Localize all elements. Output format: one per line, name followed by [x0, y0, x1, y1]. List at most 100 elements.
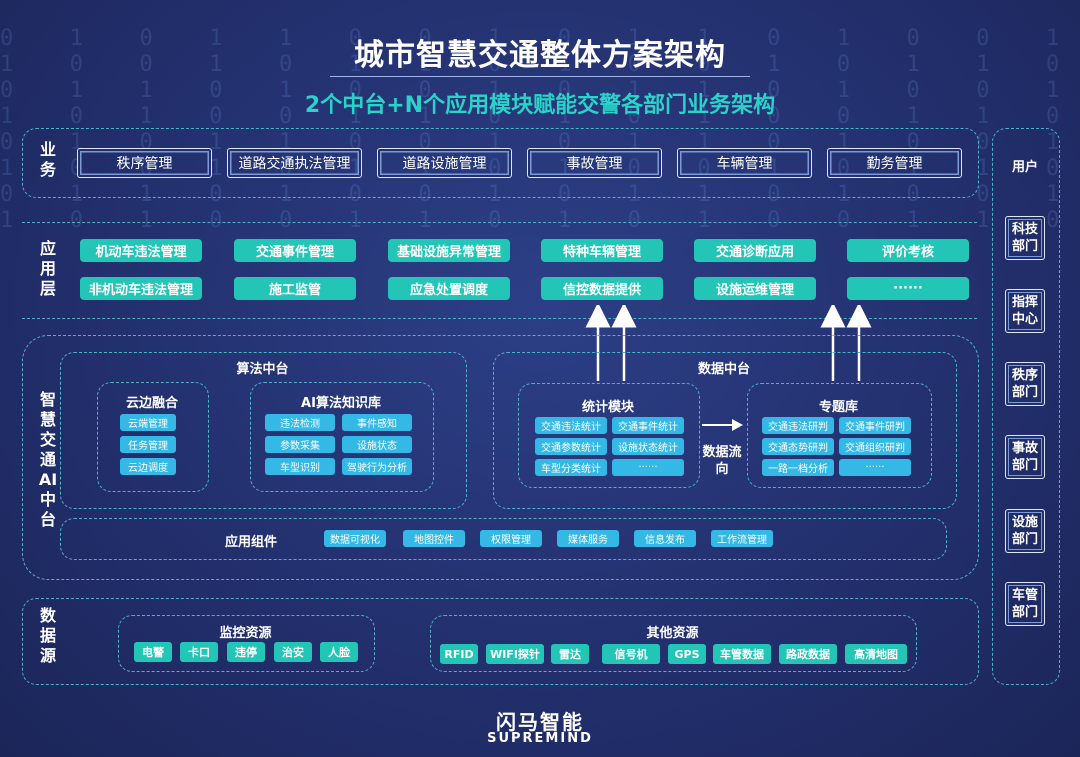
other-title: 其他资源 [646, 626, 699, 641]
data-flow-label: 数据流向 [702, 445, 742, 477]
app-module: 设施运维管理 [694, 277, 816, 300]
other-item: 车管数据 [713, 644, 771, 664]
business-item: 事故管理 [527, 148, 662, 178]
user-dept: 科技部门 [1005, 216, 1045, 260]
ai-middle-label: 智慧交通AI中台 [38, 390, 58, 529]
app-module: 应急处置调度 [388, 277, 510, 300]
other-item: 信号机 [602, 644, 660, 664]
topic-frame [747, 383, 932, 488]
stats-item: 车型分类统计 [535, 459, 607, 476]
algo-frame [60, 352, 467, 509]
ai-lib-item: 驾驶行为分析 [342, 458, 412, 475]
app-module: 交通事件管理 [234, 239, 356, 262]
data-upward-arrows [585, 305, 637, 381]
page-title: 城市智慧交通整体方案架构 [354, 38, 726, 73]
data-source-frame [22, 598, 979, 685]
monitor-item: 违停 [227, 642, 265, 662]
component-item: 地图控件 [403, 530, 465, 547]
monitor-item: 卡口 [180, 642, 218, 662]
app-module: ······ [847, 277, 969, 300]
stats-frame [518, 383, 700, 488]
monitor-item: 电警 [134, 642, 172, 662]
component-item: 信息发布 [634, 530, 696, 547]
ai-lib-item: 事件感知 [342, 414, 412, 431]
data-frame [493, 352, 957, 509]
user-dept: 设施部门 [1005, 509, 1045, 553]
business-item: 勤务管理 [827, 148, 962, 178]
component-item: 数据可视化 [324, 530, 386, 547]
component-item: 工作流管理 [711, 530, 773, 547]
other-frame [430, 615, 917, 672]
other-item: GPS [668, 644, 706, 664]
algo-title: 算法中台 [236, 362, 289, 377]
ai-lib-item: 车型识别 [265, 458, 335, 475]
user-dept: 车管部门 [1005, 582, 1045, 626]
data-source-label: 数据源 [39, 606, 56, 665]
other-item: WIFI探针 [486, 644, 544, 664]
title-divider [330, 76, 750, 77]
app-module: 机动车违法管理 [80, 239, 202, 262]
business-frame [22, 128, 979, 198]
app-layer-top-line [22, 222, 977, 223]
app-module: 非机动车违法管理 [80, 277, 202, 300]
topic-item: 一路一档分析 [762, 459, 834, 476]
topic-item: 交通事件研判 [839, 417, 911, 434]
topic-item: ······ [839, 459, 911, 476]
app-layer-bottom-line [22, 318, 977, 319]
monitor-frame [118, 615, 375, 672]
business-item: 道路交通执法管理 [227, 148, 362, 178]
other-item: RFID [440, 644, 478, 664]
business-item: 道路设施管理 [377, 148, 512, 178]
ai-lib-title: AI算法知识库 [301, 396, 381, 411]
users-label: 用户 [1011, 160, 1038, 175]
components-title: 应用组件 [225, 535, 278, 550]
cloud-edge-title: 云边融合 [125, 396, 178, 411]
data-flow-arrow [702, 419, 743, 431]
component-item: 媒体服务 [557, 530, 619, 547]
app-module: 基础设施异常管理 [388, 239, 510, 262]
app-layer-label: 应用层 [39, 239, 56, 298]
stats-item: ······ [612, 459, 684, 476]
monitor-item: 人脸 [320, 642, 358, 662]
stats-title: 统计模块 [581, 400, 634, 415]
topic-item: 交通组织研判 [839, 438, 911, 455]
topic-title: 专题库 [818, 400, 858, 415]
monitor-item: 治安 [274, 642, 312, 662]
data-title: 数据中台 [697, 362, 750, 377]
topic-upward-arrows [820, 305, 872, 381]
monitor-title: 监控资源 [219, 626, 272, 641]
logo-cn: 闪马智能 [496, 710, 584, 734]
app-module: 施工监管 [234, 277, 356, 300]
cloud-edge-frame [97, 382, 209, 492]
app-module: 交通诊断应用 [694, 239, 816, 262]
component-item: 权限管理 [480, 530, 542, 547]
ai-lib-frame [250, 382, 434, 492]
ai-middle-frame [22, 335, 979, 580]
page-subtitle: 2个中台+N个应用模块赋能交警各部门业务架构 [304, 93, 776, 118]
app-module: 特种车辆管理 [541, 239, 663, 262]
stats-item: 交通事件统计 [612, 417, 684, 434]
user-dept: 事故部门 [1005, 435, 1045, 479]
cloud-edge-item: 任务管理 [120, 436, 176, 453]
business-item: 车辆管理 [677, 148, 812, 178]
app-module: 评价考核 [847, 239, 969, 262]
user-dept: 秩序部门 [1005, 362, 1045, 406]
user-dept: 指挥中心 [1005, 289, 1045, 333]
stats-item: 设施状态统计 [612, 438, 684, 455]
cloud-edge-item: 云边调度 [120, 458, 176, 475]
other-item: 高清地图 [845, 644, 907, 664]
topic-item: 交通态势研判 [762, 438, 834, 455]
business-label: 业务 [39, 140, 56, 179]
topic-item: 交通违法研判 [762, 417, 834, 434]
users-frame [992, 128, 1060, 685]
ai-lib-item: 设施状态 [342, 436, 412, 453]
stats-item: 交通违法统计 [535, 417, 607, 434]
other-item: 雷达 [551, 644, 589, 664]
logo-en: SUPREMIND [487, 731, 593, 746]
ai-lib-item: 参数采集 [265, 436, 335, 453]
stats-item: 交通参数统计 [535, 438, 607, 455]
other-item: 路政数据 [779, 644, 837, 664]
business-item: 秩序管理 [77, 148, 212, 178]
cloud-edge-item: 云端管理 [120, 414, 176, 431]
components-frame [60, 518, 947, 560]
